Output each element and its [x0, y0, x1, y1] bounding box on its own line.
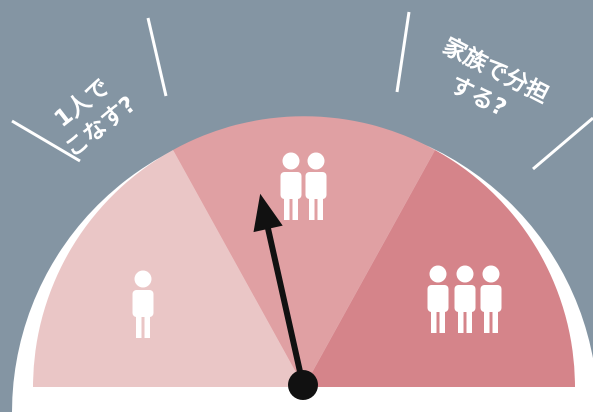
needle-pivot [288, 370, 318, 400]
gauge-segment-two-people [173, 116, 435, 387]
needle-arrowhead [253, 193, 283, 233]
gauge-segments [33, 116, 575, 387]
tick-left-outer [11, 119, 81, 163]
tick-marks [11, 11, 593, 171]
label-right: 家族で分担 する? [438, 32, 553, 121]
gauge-needle [253, 193, 306, 388]
tick-right-outer [532, 116, 593, 171]
tick-left-inner [146, 17, 168, 97]
gauge-segment-one-person [33, 150, 304, 387]
tick-right-inner [395, 11, 411, 93]
needle-shaft [265, 225, 306, 388]
